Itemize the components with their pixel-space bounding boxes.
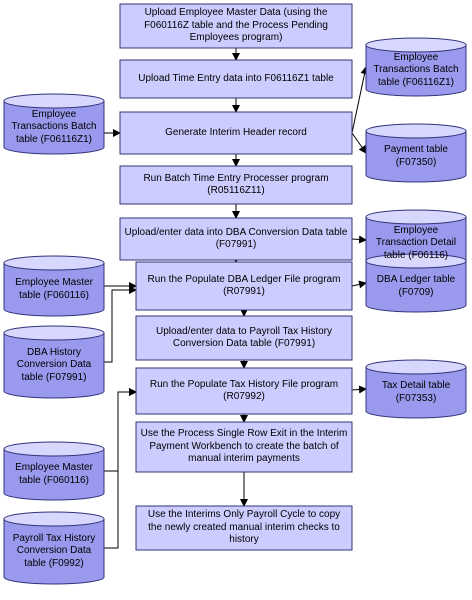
arrow-s10-p8 [104,388,137,549]
data-store-label-s5: Tax Detail table (F07353) [381,380,451,404]
process-box-p4 [119,165,353,205]
process-box-p7 [135,315,353,361]
data-store-label-s10: Payroll Tax History Conversion Data tabl… [12,532,96,569]
data-store-top [3,511,105,527]
data-store-body [3,518,105,585]
process-label-p8: Run the Populate Tax History File progra… [149,378,339,403]
process-box-p5 [119,217,353,261]
data-store-s9 [3,441,105,501]
data-store-top [365,37,467,53]
process-label-p7: Upload/enter data to Payroll Tax History… [155,325,332,350]
process-label-p2: Upload Time Entry data into F06116Z1 tab… [138,72,334,84]
shapes [3,3,467,585]
data-store-body [365,130,467,183]
data-store-s7 [3,255,105,317]
process-label-p1: Upload Employee Master Data (using the F… [144,7,328,44]
data-store-label-s9: Employee Master table (F060116) [15,462,93,486]
data-store-label-s6: Employee Transactions Batch table (F0611… [11,108,97,145]
data-store-s8 [3,325,105,399]
arrow-p3-s2 [351,132,367,154]
data-store-top [3,255,105,271]
data-store-s1 [365,37,467,97]
process-label-p9: Use the Process Single Row Exit in the I… [140,428,348,465]
process-box-p10 [135,505,353,551]
arrow-p8-s5 [351,385,367,394]
process-label-p10: Use the Interims Only Payroll Cycle to c… [147,509,341,546]
data-store-body [365,366,467,419]
data-store-label-s1: Employee Transactions Batch table (F0611… [373,51,459,88]
data-store-s5 [365,359,467,419]
data-store-label-s8: DBA History Conversion Data table (F0799… [16,346,92,383]
data-store-top [365,359,467,375]
arrow-p3-s1 [351,66,369,134]
data-store-top [365,209,467,225]
data-store-s6 [3,93,105,155]
process-label-p3: Generate Interim Header record [165,126,307,138]
process-box-p3 [119,111,353,155]
process-box-p1 [119,3,353,49]
data-store-top [365,123,467,139]
data-store-top [365,253,467,269]
arrow-p5-s3 [351,235,367,244]
data-store-top [3,93,105,109]
process-box-p6 [135,261,353,311]
data-store-top [3,441,105,457]
process-box-p2 [119,59,353,99]
data-store-label-s2: Payment table (F07350) [384,144,448,168]
arrow-p6-s4 [351,280,367,289]
data-store-s2 [365,123,467,183]
connectors [104,48,369,549]
data-store-body [3,448,105,501]
process-box-p8 [135,367,353,415]
data-store-label-s4: DBA Ledger table (F0709) [376,274,456,298]
data-store-s10 [3,511,105,585]
arrow-s8-p6 [104,286,137,363]
process-box-p9 [135,421,353,473]
process-label-p4: Run Batch Time Entry Processer program (… [143,172,329,197]
data-store-body [365,260,467,313]
process-label-p6: Run the Populate DBA Ledger File program… [147,273,341,298]
data-store-body [3,262,105,317]
data-store-body [365,44,467,97]
data-store-body [3,332,105,399]
arrow-s9-p8 [104,388,137,472]
data-store-body [3,100,105,155]
data-store-top [3,325,105,341]
data-store-s4 [365,253,467,313]
data-store-label-s3: Employee Transaction Detail table (F0611… [375,224,457,261]
process-label-p5: Upload/enter data into DBA Conversion Da… [124,226,348,251]
data-store-label-s7: Employee Master table (F060116) [15,277,93,301]
